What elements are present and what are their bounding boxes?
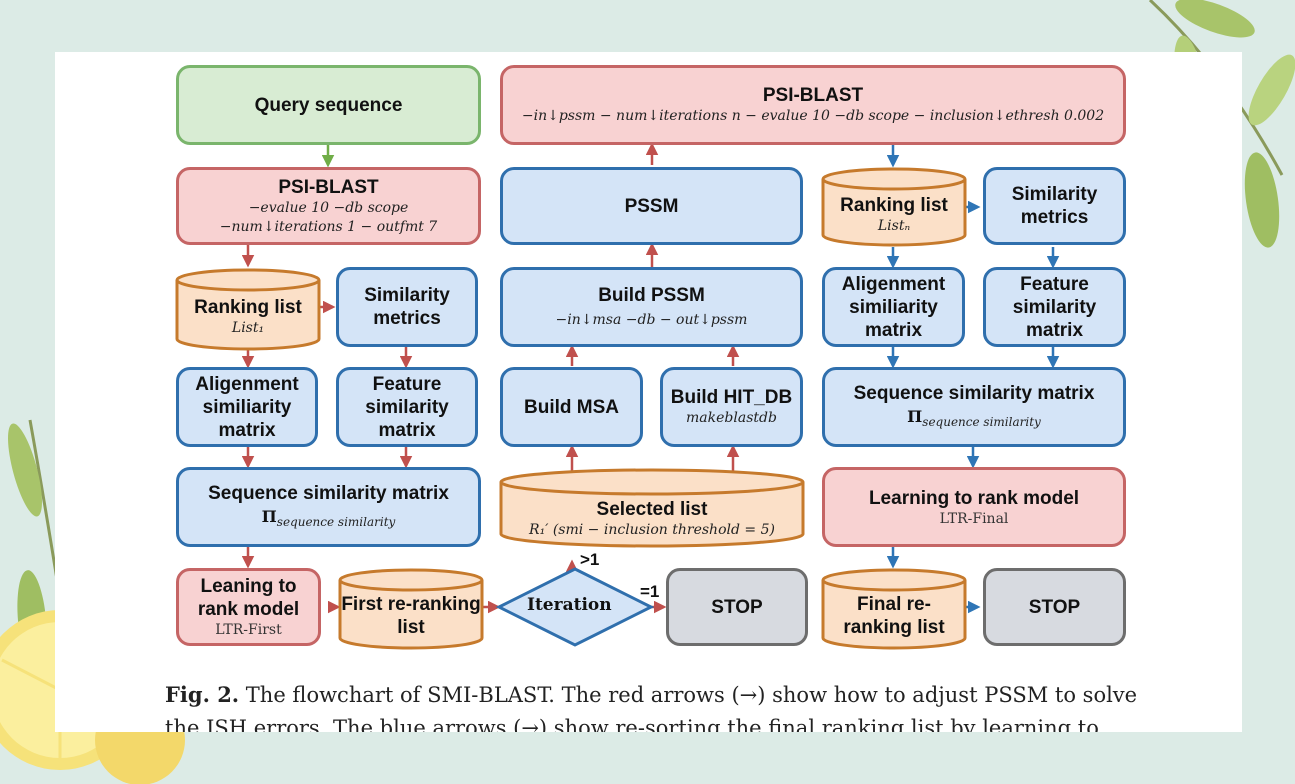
ltr-first-sub: LTR-First: [215, 622, 282, 638]
first-rerank-label: First re-ranking list: [340, 590, 482, 642]
psi-blast-initial-params-1: −evalue 10 −db scope: [248, 199, 409, 216]
sequence-matrix-left-index: sequence similarity: [276, 515, 396, 530]
ltr-final-sub: LTR-Final: [939, 510, 1009, 527]
pssm-box: PSSM: [500, 167, 803, 245]
ranking-list-1-cylinder: [175, 268, 321, 351]
psi-blast-initial-box: PSI-BLAST −evalue 10 −db scope −num↓iter…: [176, 167, 481, 245]
build-hitdb-sub: makeblastdb: [686, 410, 777, 426]
alignment-matrix-right-title: Aligenment similiarity matrix: [841, 273, 946, 341]
alignment-matrix-left-title: Aligenment similiarity matrix: [195, 373, 299, 441]
ranking-list-n-title: Ranking list: [840, 195, 948, 216]
ranking-list-1-sub: List₁: [231, 320, 265, 336]
stop-right-box: STOP: [983, 568, 1126, 646]
query-sequence-title: Query sequence: [254, 94, 403, 116]
final-rerank-label: Final re-ranking list: [823, 590, 965, 642]
ranking-list-n-cylinder: [821, 167, 967, 247]
build-hitdb-box: Build HIT_DB makeblastdb: [660, 367, 803, 447]
sequence-matrix-right-box: Sequence similarity matrix Πsequence sim…: [822, 367, 1126, 447]
psi-blast-iterative-title: PSI-BLAST: [762, 85, 864, 106]
selected-list-label: Selected list R₁′ (smi − inclusion thres…: [501, 496, 803, 542]
ranking-list-n-sub: Listₙ: [877, 218, 911, 234]
iteration-diamond: [495, 567, 655, 647]
selected-list-title: Selected list: [596, 499, 708, 520]
build-msa-title: Build MSA: [524, 396, 619, 418]
build-pssm-title: Build PSSM: [598, 285, 705, 306]
similarity-metrics-left-box: Similarity metrics: [336, 267, 478, 347]
sequence-matrix-right-title: Sequence similarity matrix: [853, 382, 1095, 404]
feature-matrix-right-box: Feature similarity matrix: [983, 267, 1126, 347]
sequence-matrix-right-index: sequence similarity: [922, 415, 1041, 430]
alignment-matrix-right-box: Aligenment similiarity matrix: [822, 267, 965, 347]
feature-matrix-right-title: Feature similarity matrix: [1012, 273, 1097, 341]
build-pssm-sub: −in↓msa −db − out↓pssm: [555, 312, 748, 328]
flowchart-shapes: [175, 167, 967, 650]
alignment-matrix-left-box: Aligenment similiarity matrix: [176, 367, 318, 447]
build-pssm-box: Build PSSM −in↓msa −db − out↓pssm: [500, 267, 803, 347]
first-rerank-title: First re-ranking list: [341, 594, 481, 638]
flowchart-arrows: [241, 142, 1060, 614]
psi-blast-iterative-box: PSI-BLAST −in↓pssm − num↓iterations n − …: [500, 65, 1126, 145]
ranking-list-1-title: Ranking list: [194, 297, 302, 318]
sequence-matrix-left-symbol: Π: [261, 506, 277, 526]
psi-blast-iterative-params: −in↓pssm − num↓iterations n − evalue 10 …: [521, 108, 1105, 124]
edge-label-gt1: >1: [580, 550, 600, 569]
ltr-first-box: Leaning to rank model LTR-First: [176, 568, 321, 646]
final-rerank-title: Final re-ranking list: [843, 594, 945, 638]
stop-left-box: STOP: [666, 568, 808, 646]
sequence-matrix-right-symbol: Π: [907, 406, 923, 426]
ltr-final-title: Learning to rank model: [868, 487, 1080, 509]
psi-blast-initial-params-2: −num↓iterations 1 − outfmt 7: [219, 218, 438, 235]
ranking-list-n-label: Ranking list Listₙ: [823, 191, 965, 239]
ltr-final-box: Learning to rank model LTR-Final: [822, 467, 1126, 547]
figure-panel: Query sequence PSI-BLAST −evalue 10 −db …: [55, 52, 1242, 732]
pssm-title: PSSM: [624, 195, 679, 217]
similarity-metrics-left-title: Similarity metrics: [364, 285, 450, 329]
query-sequence-box: Query sequence: [176, 65, 481, 145]
selected-list-cylinder: [499, 468, 805, 548]
final-rerank-cylinder: [821, 568, 967, 650]
feature-matrix-left-title: Feature similarity matrix: [365, 373, 449, 441]
selected-list-sub: R₁′ (smi − inclusion threshold = 5): [529, 522, 775, 538]
stop-right-title: STOP: [1028, 596, 1081, 618]
caption-line-2: the ISH errors. The blue arrows (→) show…: [165, 716, 1099, 732]
figure-caption: Fig. 2. The flowchart of SMI-BLAST. The …: [165, 678, 1165, 732]
feature-matrix-left-box: Feature similarity matrix: [336, 367, 478, 447]
iteration-label: Iteration: [527, 595, 612, 615]
similarity-metrics-right-box: Similarity metrics: [983, 167, 1126, 245]
edge-label-eq1: =1: [640, 582, 660, 601]
ltr-first-title: Leaning to rank model: [197, 576, 300, 620]
caption-label: Fig. 2.: [165, 682, 240, 707]
ranking-list-1-label: Ranking list List₁: [177, 292, 319, 342]
build-hitdb-title: Build HIT_DB: [670, 387, 793, 408]
first-rerank-cylinder: [338, 568, 484, 650]
psi-blast-initial-title: PSI-BLAST: [278, 176, 379, 198]
sequence-matrix-left-box: Sequence similarity matrix Πsequence sim…: [176, 467, 481, 547]
build-msa-box: Build MSA: [500, 367, 643, 447]
similarity-metrics-right-title: Similarity metrics: [1011, 184, 1098, 228]
stop-left-title: STOP: [711, 596, 763, 618]
sequence-matrix-left-title: Sequence similarity matrix: [208, 482, 449, 504]
caption-line-1: The flowchart of SMI-BLAST. The red arro…: [239, 683, 1138, 707]
